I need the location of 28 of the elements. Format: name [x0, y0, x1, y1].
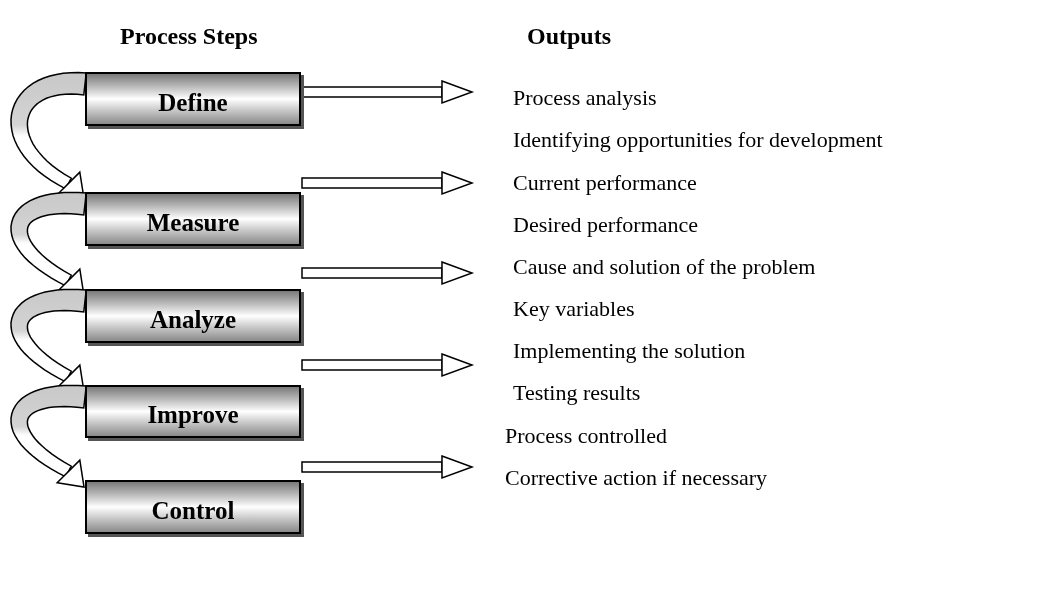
output-text: Process controlled — [505, 422, 667, 450]
step-box — [85, 480, 301, 534]
step-label: Control — [151, 496, 235, 526]
step-box — [85, 385, 301, 438]
block-arrow — [301, 455, 473, 479]
block-arrow — [301, 171, 473, 195]
column-heading: Outputs — [527, 22, 612, 50]
block-arrow — [301, 261, 473, 285]
block-arrow — [301, 80, 473, 104]
step-label: Define — [158, 88, 228, 118]
curved-arrow — [10, 384, 87, 488]
block-arrow — [301, 353, 473, 377]
output-text: Process analysis — [513, 84, 657, 112]
output-text: Implementing the solution — [513, 337, 746, 365]
output-text: Testing results — [513, 379, 641, 407]
output-text: Desired performance — [513, 211, 699, 239]
step-label: Improve — [147, 400, 239, 430]
column-heading: Process Steps — [120, 22, 258, 50]
step-label: Analyze — [149, 305, 237, 335]
output-text: Identifying opportunities for development — [513, 126, 883, 154]
step-box — [85, 289, 301, 343]
output-text: Current performance — [513, 169, 697, 197]
output-text: Key variables — [513, 295, 635, 323]
output-text: Cause and solution of the problem — [513, 253, 816, 281]
step-box — [85, 192, 301, 246]
step-box — [85, 72, 301, 126]
step-label: Measure — [146, 208, 240, 238]
output-text: Corrective action if necessary — [505, 464, 768, 492]
